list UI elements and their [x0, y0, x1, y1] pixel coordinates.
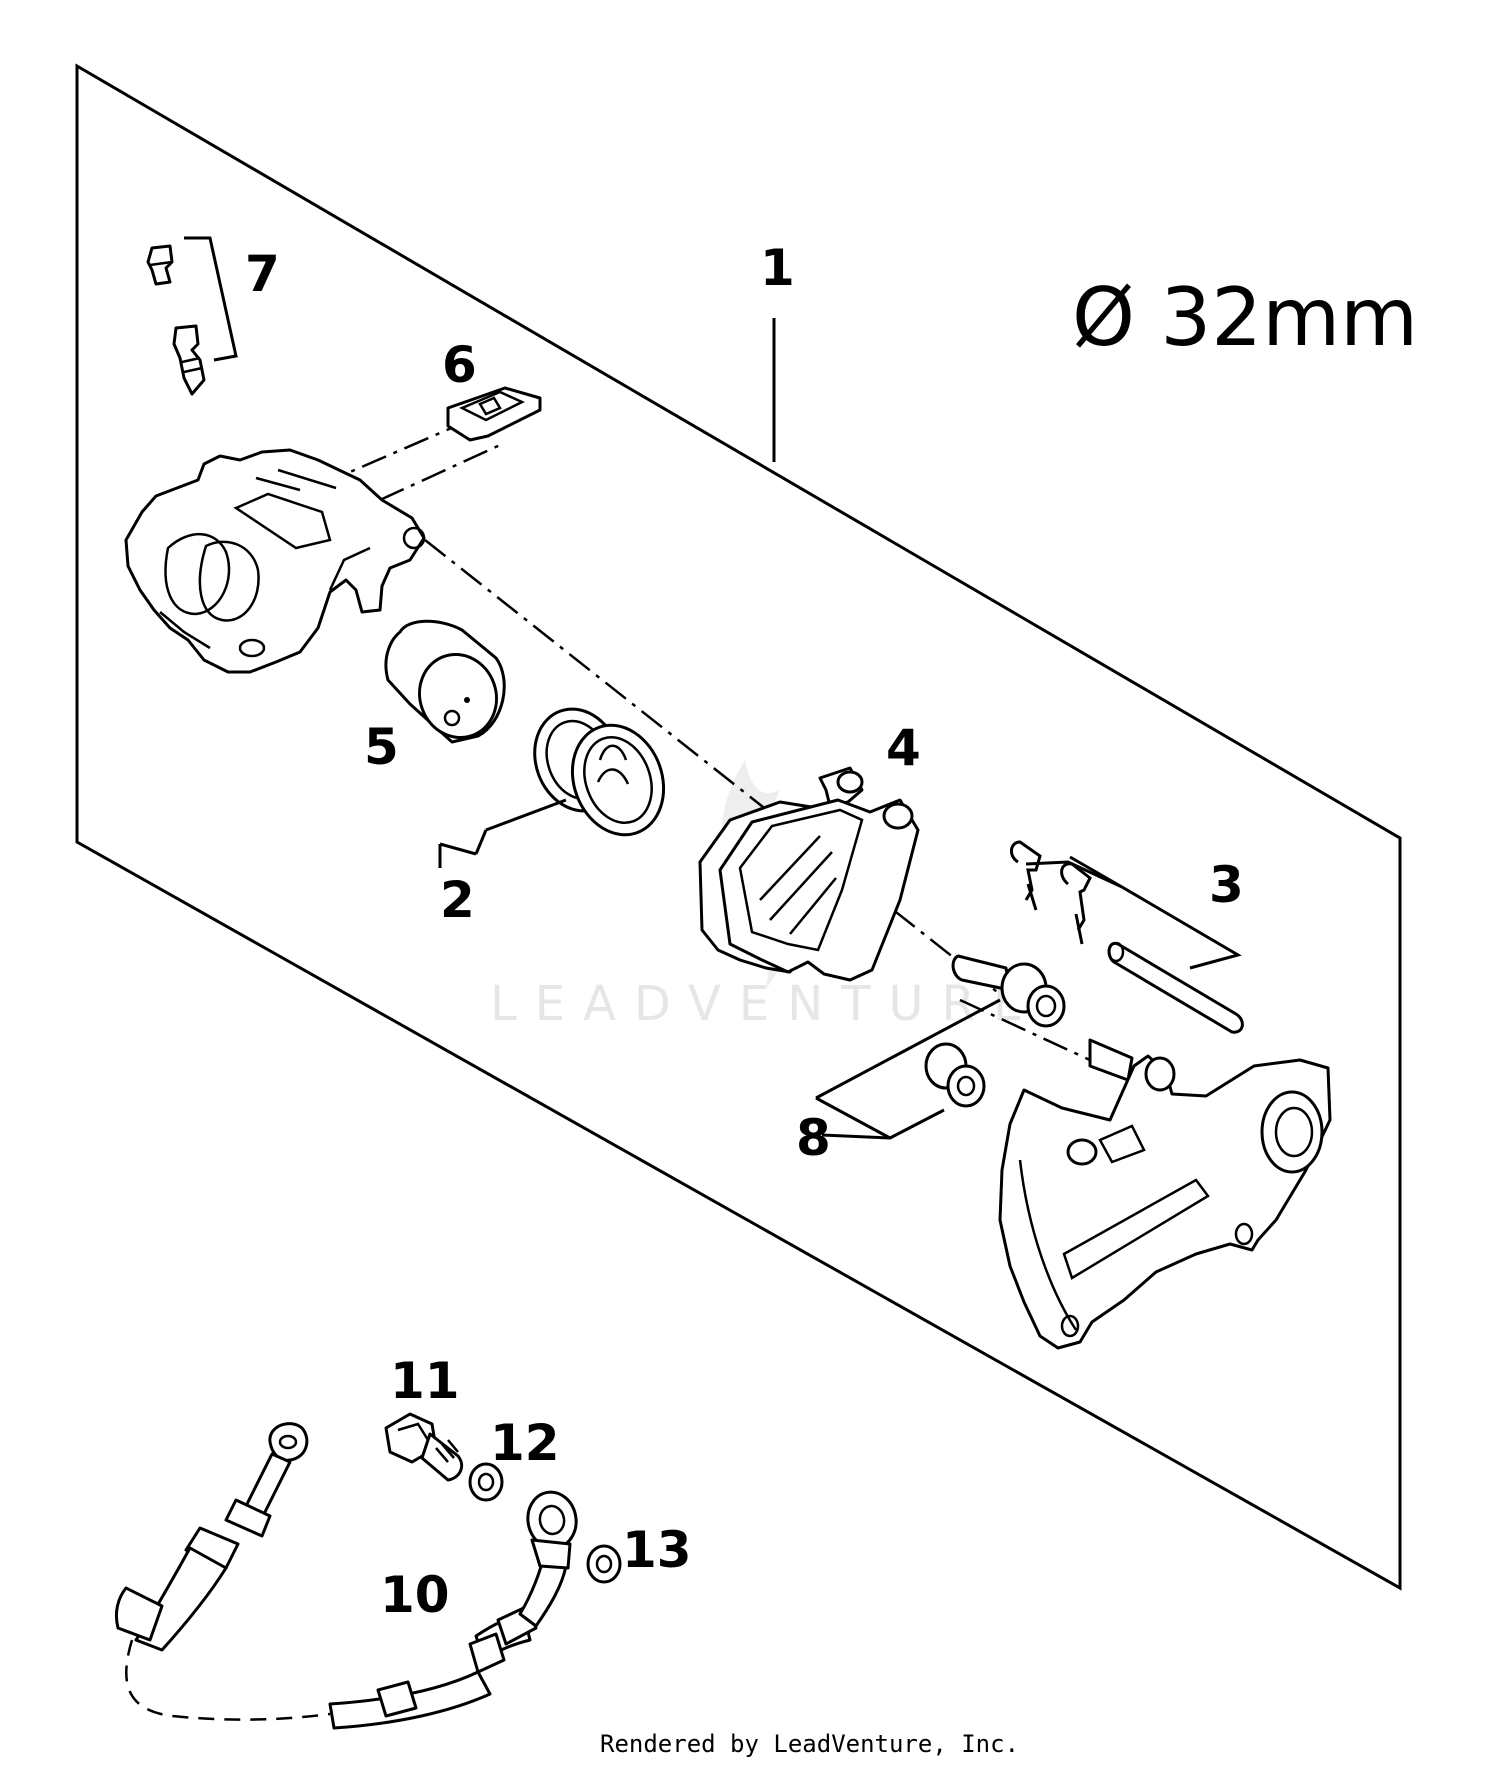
callout-6: 6 — [442, 336, 477, 394]
piston-seals — [533, 707, 666, 837]
banjo-bolt — [384, 1412, 464, 1482]
brake-hose — [114, 1422, 578, 1730]
pad-spring-clip — [446, 386, 542, 442]
caliper-bracket — [998, 1054, 1332, 1350]
sealing-washer-12 — [468, 1462, 504, 1502]
brake-pads — [698, 766, 920, 982]
callout-2: 2 — [440, 871, 475, 929]
assembly-boundary — [75, 63, 1402, 1591]
callout-3: 3 — [1209, 856, 1244, 914]
alignment-line-pad-clip — [319, 418, 471, 487]
callout-10: 10 — [380, 1566, 450, 1624]
footer-credit: Rendered by LeadVenture, Inc. — [600, 1730, 1019, 1758]
watermark-text: LEADVENTURE — [490, 976, 1041, 1032]
piston-diameter-spec: Ø 32mm — [1072, 271, 1418, 364]
callout-8: 8 — [796, 1109, 831, 1167]
callout-1: 1 — [760, 239, 795, 297]
pad-retaining-pin-and-clips — [1010, 840, 1244, 1034]
callout-4: 4 — [886, 719, 921, 777]
alignment-line-caliper — [424, 539, 1021, 1011]
bleeder-screws — [146, 236, 238, 396]
callout-11: 11 — [390, 1352, 460, 1410]
leader-lines — [438, 318, 1242, 1140]
callout-5: 5 — [364, 718, 399, 776]
callout-13: 13 — [622, 1521, 692, 1579]
sealing-washer-13 — [586, 1544, 622, 1584]
callout-12: 12 — [490, 1414, 560, 1472]
alignment-line-pad-clip-2 — [379, 443, 501, 502]
slide-pins-and-boots — [924, 954, 1134, 1108]
callout-7: 7 — [245, 245, 280, 303]
piston — [384, 619, 506, 744]
caliper-body — [124, 448, 426, 674]
